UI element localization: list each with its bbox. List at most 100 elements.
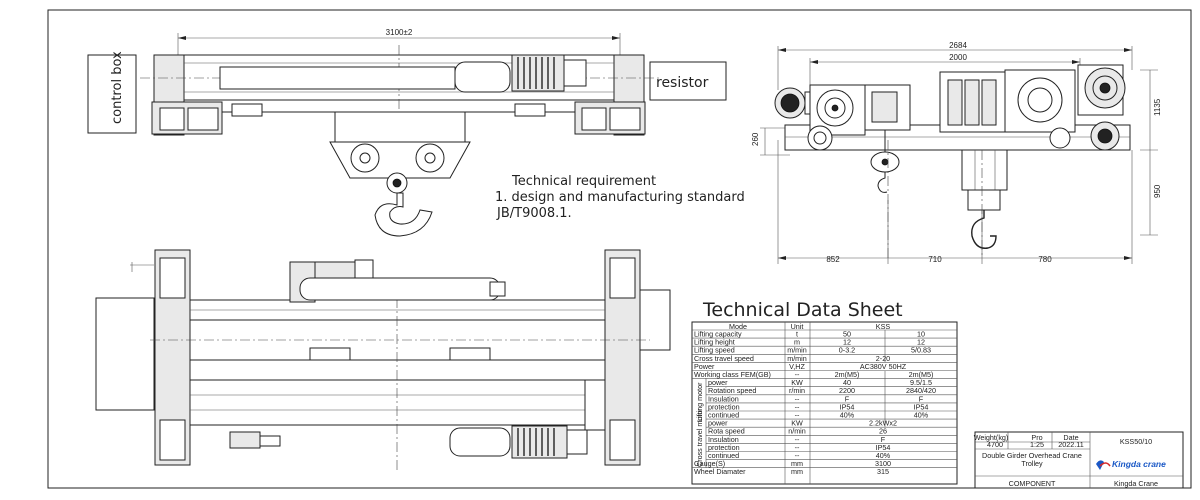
sheet-row-value-2: 5/0.83 bbox=[911, 346, 931, 355]
sheet-row-value: 40% bbox=[876, 451, 891, 460]
sheet-row-label: protection bbox=[708, 402, 740, 411]
requirement-title: Technical requirement bbox=[511, 174, 656, 189]
sheet-row-unit: KW bbox=[791, 378, 803, 387]
cross-travel-group: Cross travel motor bbox=[695, 408, 704, 467]
sheet-row-value-2: 40% bbox=[914, 411, 929, 420]
requirement-line1: 1. design and manufacturing standard bbox=[495, 190, 745, 205]
control-box bbox=[87, 54, 137, 134]
sheet-row-value-1: F bbox=[845, 394, 850, 403]
sheet-title: Technical Data Sheet bbox=[702, 299, 903, 321]
sheet-row-value: 2.2kWx2 bbox=[869, 419, 897, 428]
sheet-row-value: IP54 bbox=[876, 443, 891, 452]
tb-pro: 1:25 bbox=[1030, 440, 1044, 449]
sheet-row-value-2: 9.5/1.5 bbox=[910, 378, 932, 387]
tb-weight: 4700 bbox=[987, 440, 1003, 449]
plan-view bbox=[95, 249, 671, 470]
sheet-row-unit: n/min bbox=[788, 427, 806, 436]
side-dim-b3: 780 bbox=[1038, 255, 1052, 264]
sheet-row-value-1: 40% bbox=[840, 411, 855, 420]
sheet-row-label: Lifting height bbox=[694, 338, 735, 347]
sheet-row-label: Insulation bbox=[708, 394, 739, 403]
sheet-row-value-1: 12 bbox=[843, 338, 851, 347]
sheet-row-unit: V,HZ bbox=[789, 362, 805, 371]
sheet-row-label: Cross travel speed bbox=[694, 354, 754, 363]
tb-company: Kingda Crane bbox=[1114, 479, 1158, 488]
tb-name-line1: Double Girder Overhead Crane bbox=[982, 451, 1082, 460]
sheet-row-label: Insulation bbox=[708, 435, 739, 444]
sheet-row-label: Working class FEM(GB) bbox=[694, 370, 771, 379]
sheet-head-model: KSS bbox=[876, 322, 891, 331]
sheet-row-unit: -- bbox=[795, 435, 800, 444]
top-width-dim: 3100±2 bbox=[386, 28, 413, 37]
resistor-label: resistor bbox=[656, 75, 709, 91]
tb-name-line2: Trolley bbox=[1021, 459, 1043, 468]
sheet-row-unit: KW bbox=[791, 419, 803, 428]
tb-component: COMPONENT bbox=[1009, 479, 1056, 488]
sheet-row-unit: -- bbox=[795, 370, 800, 379]
sheet-row-unit: m/min bbox=[787, 354, 807, 363]
sheet-row-value-1: 2m(M5) bbox=[835, 370, 860, 379]
top-view: 3100±2 control box resistor bbox=[87, 28, 727, 237]
control-box-label: control box bbox=[110, 51, 125, 124]
sheet-row-value-2: F bbox=[919, 394, 924, 403]
sheet-row-value-2: IP54 bbox=[914, 402, 929, 411]
sheet-row-value: F bbox=[881, 435, 886, 444]
sheet-row-unit: m bbox=[794, 338, 800, 347]
sheet-head-unit: Unit bbox=[791, 322, 804, 331]
sheet-row-unit: r/min bbox=[789, 386, 805, 395]
sheet-row-label: power bbox=[708, 378, 728, 387]
side-view: 2684 2000 1135 950 260 852 710 780 bbox=[751, 41, 1162, 264]
sheet-row-value: 2-20 bbox=[876, 354, 890, 363]
side-dim-b2: 710 bbox=[928, 255, 942, 264]
sheet-row-unit: mm bbox=[791, 467, 803, 476]
sheet-row-value-1: 50 bbox=[843, 330, 851, 339]
sheet-row-label: Rotation speed bbox=[708, 386, 756, 395]
technical-data-sheet: Technical Data Sheet Mode Unit KSS Lifti… bbox=[691, 299, 958, 485]
lifting-motor-group: Lifting motor bbox=[695, 382, 704, 422]
sheet-head-mode: Mode bbox=[729, 322, 747, 331]
sheet-row-value: 3100 bbox=[875, 459, 891, 468]
sheet-row-label: power bbox=[708, 419, 728, 428]
title-block: Weight(kg) Pro Date 4700 1:25 2022.11 Do… bbox=[974, 431, 1184, 489]
sheet-row-value-1: 2200 bbox=[839, 386, 855, 395]
sheet-row-value: AC380V 50HZ bbox=[860, 362, 907, 371]
tb-weight-label: Weight(kg) bbox=[974, 433, 1009, 442]
sheet-row-label: Power bbox=[694, 362, 715, 371]
resistor-box bbox=[649, 61, 727, 101]
sheet-row-label: Wheel Diamater bbox=[694, 467, 746, 476]
sheet-row-unit: -- bbox=[795, 451, 800, 460]
sheet-row-value-2: 2m(M5) bbox=[909, 370, 934, 379]
sheet-row-unit: -- bbox=[795, 402, 800, 411]
tb-pro-label: Pro bbox=[1031, 433, 1042, 442]
sheet-row-unit: -- bbox=[795, 411, 800, 420]
sheet-row-value-2: 2840/420 bbox=[906, 386, 936, 395]
technical-requirement: Technical requirement 1. design and manu… bbox=[495, 174, 745, 221]
sheet-row-unit: -- bbox=[795, 394, 800, 403]
sheet-row-label: continued bbox=[708, 411, 739, 420]
sheet-row-value-2: 12 bbox=[917, 338, 925, 347]
sheet-row-unit: m/min bbox=[787, 346, 807, 355]
sheet-row-label: Lifting speed bbox=[694, 346, 735, 355]
tb-logo-text: Kingda crane bbox=[1112, 459, 1166, 469]
drawing-frame bbox=[47, 9, 1192, 489]
sheet-row-value: 315 bbox=[877, 467, 889, 476]
sheet-row-label: continued bbox=[708, 451, 739, 460]
sheet-row-unit: mm bbox=[791, 459, 803, 468]
side-dim-total: 2684 bbox=[949, 41, 967, 50]
sheet-row-value: 26 bbox=[879, 427, 887, 436]
sheet-row-unit: -- bbox=[795, 443, 800, 452]
tb-drawing-no: KSS50/10 bbox=[1120, 437, 1152, 446]
sheet-row-label: protection bbox=[708, 443, 740, 452]
requirement-line2: JB/T9008.1. bbox=[496, 206, 572, 221]
sheet-row-unit: t bbox=[796, 330, 798, 339]
tb-date: 2022.11 bbox=[1058, 440, 1083, 449]
side-dim-left: 260 bbox=[751, 132, 760, 146]
sheet-row-value-1: IP54 bbox=[840, 402, 855, 411]
tb-date-label: Date bbox=[1063, 433, 1078, 442]
sheet-row-label: Gauge(S) bbox=[694, 459, 725, 468]
side-dim-height: 1135 bbox=[1153, 98, 1162, 116]
kingda-logo: Kingda crane bbox=[1096, 459, 1166, 470]
side-dim-inner: 2000 bbox=[949, 53, 967, 62]
sheet-row-value-1: 40 bbox=[843, 378, 851, 387]
sheet-row-label: Lifting capacity bbox=[694, 330, 742, 339]
